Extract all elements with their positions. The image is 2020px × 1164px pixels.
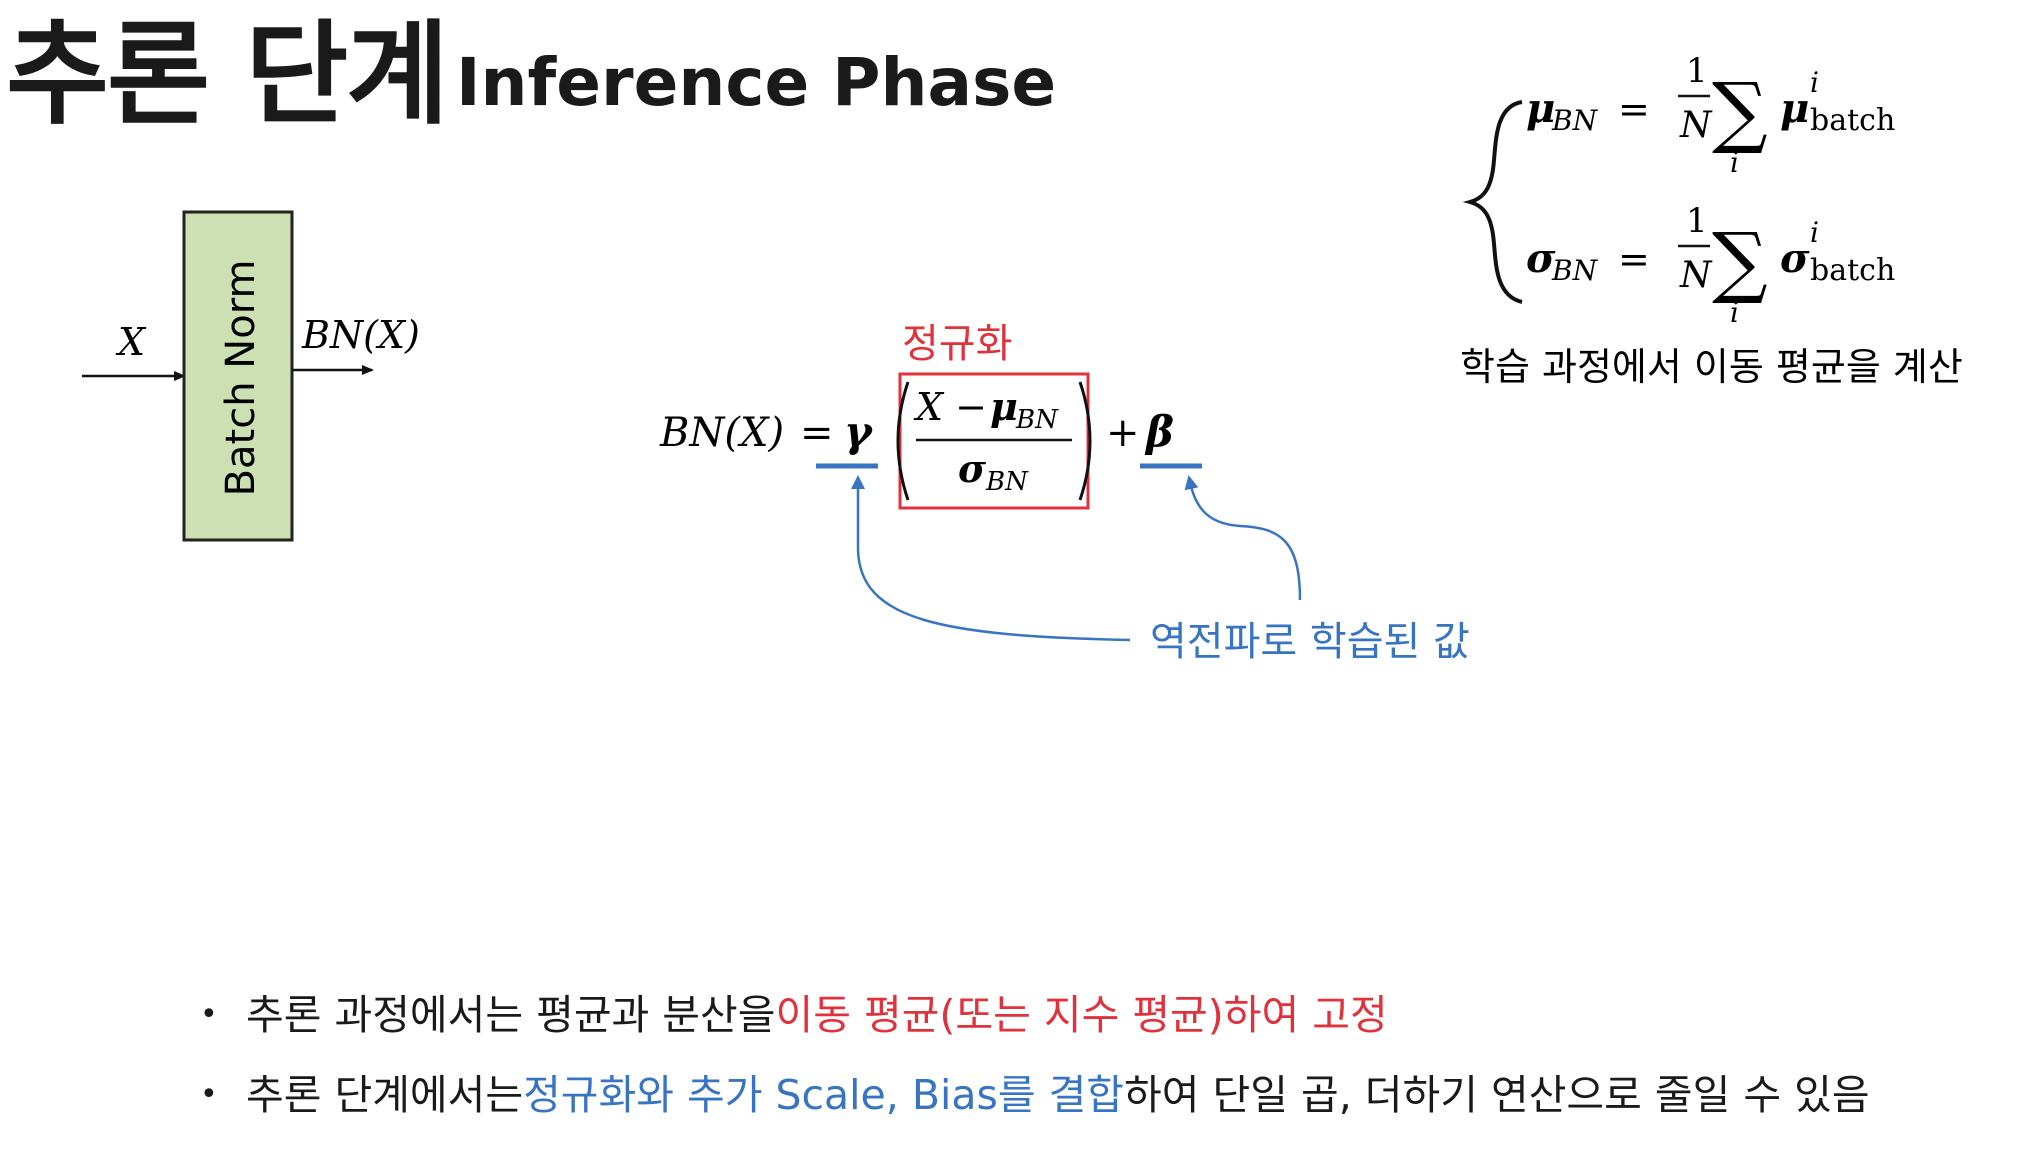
bullet-text-highlight: 정규화와 추가 Scale, Bias를 결합 — [523, 1071, 1125, 1119]
curly-brace — [1462, 100, 1523, 304]
right-paren — [1078, 381, 1092, 501]
batchnorm-box-label: Batch Norm — [218, 260, 264, 497]
mu-lhs: μ — [1526, 85, 1555, 132]
gamma-pointer-arrow — [851, 475, 1131, 642]
input-label: X — [115, 320, 147, 364]
bullet-list: • 추론 과정에서는 평균과 분산을 이동 평균(또는 지수 평균)하여 고정 … — [200, 975, 1870, 1135]
bullet-text-prefix: 추론 과정에서는 평균과 분산을 — [246, 991, 776, 1039]
equation-equals: = — [800, 410, 834, 456]
equation-plus: + — [1106, 410, 1140, 456]
sigma-rhs: σ — [1780, 235, 1810, 282]
sigma-lhs: σ — [1526, 235, 1556, 282]
beta-symbol: β — [1144, 407, 1174, 456]
mu-equals: = — [1618, 87, 1650, 131]
normalize-label: 정규화 — [902, 321, 1012, 367]
learned-value-label: 역전파로 학습된 값 — [1150, 619, 1470, 665]
sigma-equals: = — [1618, 237, 1650, 281]
sigma-rhs-sup: i — [1810, 216, 1819, 249]
bn-equation: 정규화 BN(X) = γ X − μ BN σ BN + β 역전파로 학습된… — [659, 321, 1470, 665]
sigma-sum-symbol: ∑ — [1712, 217, 1768, 307]
batchnorm-box — [182, 210, 294, 542]
denominator-sigma: σ — [958, 446, 987, 491]
equation-lhs: BN(X) — [659, 410, 784, 456]
sigma-rhs-sub: batch — [1810, 253, 1895, 288]
sigma-frac-num: 1 — [1686, 201, 1708, 241]
bullet-text-suffix: 하여 단일 곱, 더하기 연산으로 줄일 수 있음 — [1124, 1071, 1870, 1119]
page-title-english: Inference Phase — [456, 44, 1057, 121]
mu-frac-den: N — [1679, 105, 1713, 146]
mu-frac-num: 1 — [1686, 51, 1708, 91]
left-paren — [896, 381, 910, 501]
normalize-highlight-box — [898, 372, 1090, 510]
mu-lhs-sub: BN — [1551, 104, 1599, 137]
mu-sum-symbol: ∑ — [1712, 67, 1768, 157]
output-label: BN(X) — [301, 313, 420, 357]
mu-rhs-sup: i — [1810, 66, 1819, 99]
bullet-dot: • — [200, 1077, 218, 1112]
sigma-sum-index: i — [1730, 296, 1739, 329]
bullet-item: • 추론 과정에서는 평균과 분산을 이동 평균(또는 지수 평균)하여 고정 — [200, 975, 1870, 1055]
gamma-symbol: γ — [844, 407, 874, 456]
sigma-lhs-sub: BN — [1551, 254, 1599, 287]
mu-rhs: μ — [1780, 85, 1809, 132]
page-title-korean: 추론 단계 — [6, 10, 449, 140]
bullet-text-highlight: 이동 평균(또는 지수 평균)하여 고정 — [775, 991, 1388, 1039]
batchnorm-block-diagram: X Batch Norm BN(X) — [82, 210, 420, 542]
moving-stats-caption: 학습 과정에서 이동 평균을 계산 — [1460, 345, 1963, 389]
denominator-sigma-sub: BN — [985, 467, 1029, 497]
mu-rhs-sub: batch — [1810, 103, 1895, 138]
moving-stats-formulas: μ BN = 1 N ∑ i μ i batch σ BN = 1 N ∑ i … — [1460, 51, 1963, 389]
bullet-text-prefix: 추론 단계에서는 — [246, 1071, 524, 1119]
numerator-x: X − — [913, 385, 987, 429]
bullet-dot: • — [200, 997, 218, 1032]
mu-sum-index: i — [1730, 146, 1739, 179]
numerator-mu-sub: BN — [1015, 405, 1059, 435]
beta-pointer-arrow — [1184, 475, 1302, 601]
numerator-mu: μ — [990, 384, 1018, 429]
sigma-frac-den: N — [1679, 255, 1713, 296]
